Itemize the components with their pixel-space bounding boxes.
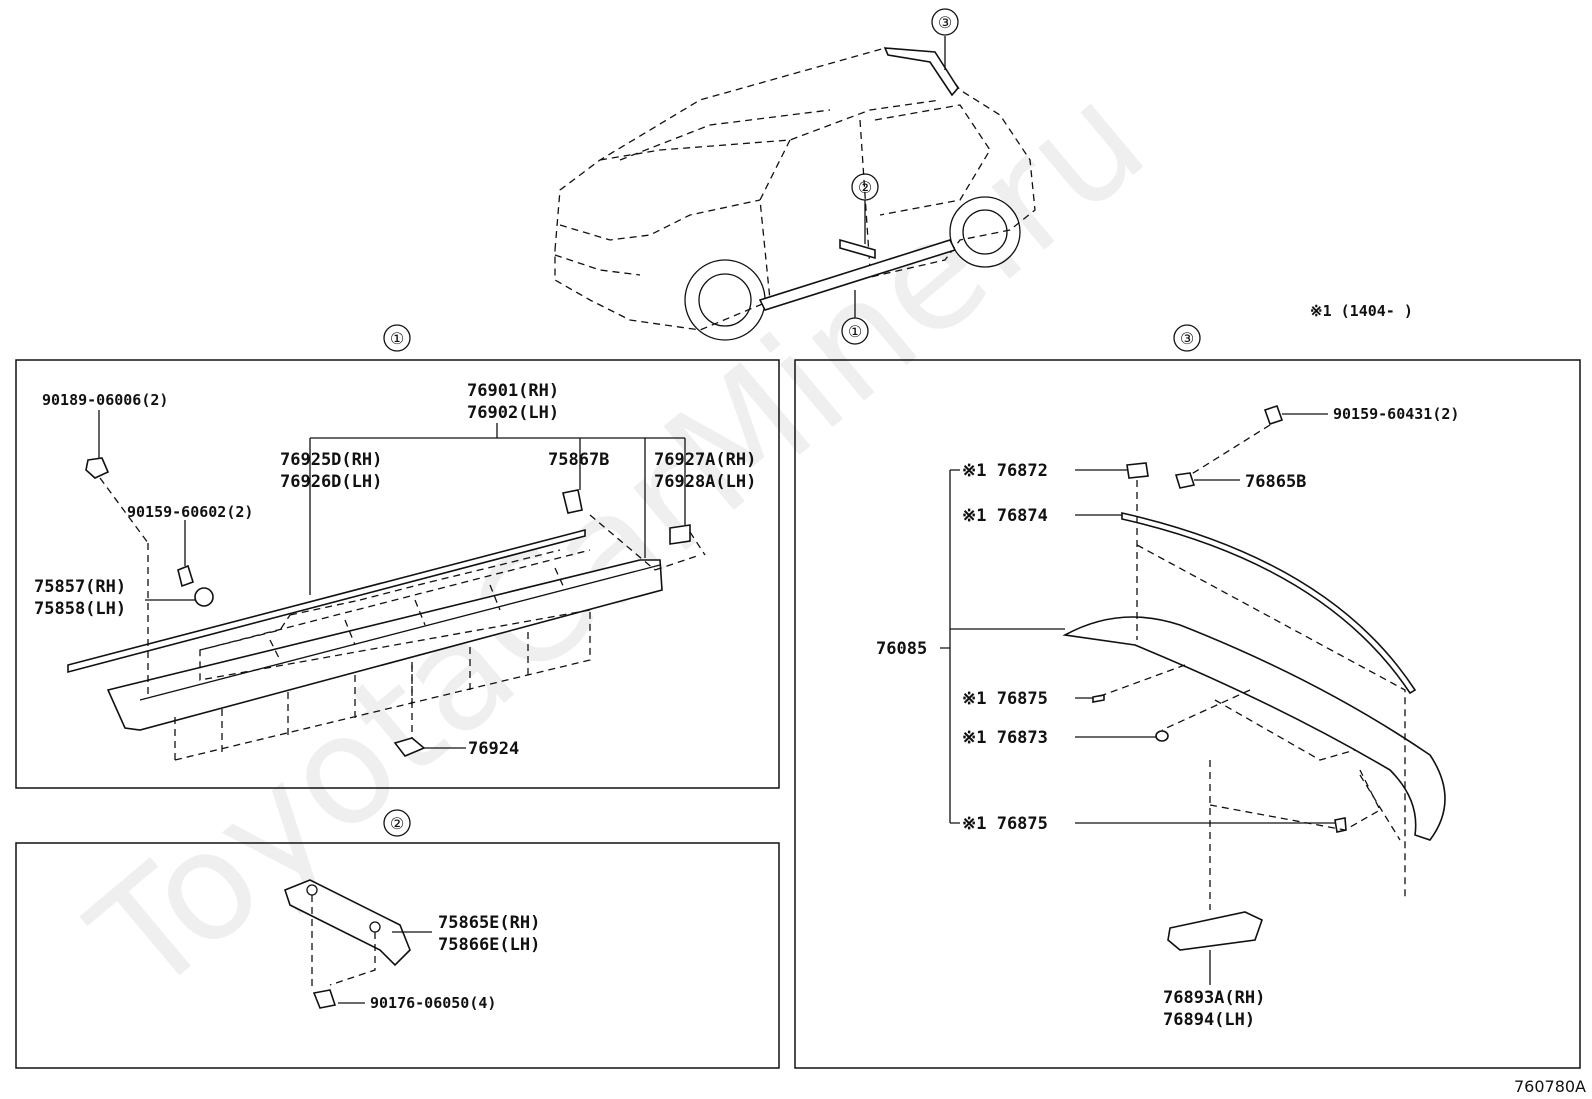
label-90159-60431: 90159-60431(2) xyxy=(1333,405,1459,423)
label-76924: 76924 xyxy=(468,739,519,759)
label-76865b: 76865B xyxy=(1245,472,1306,492)
tape-76875-icon xyxy=(1092,694,1105,703)
screw-90159-60431-icon xyxy=(1263,404,1284,426)
label-76928a: 76928A(LH) xyxy=(654,472,756,492)
note-1404: ※1 (1404- ) xyxy=(1310,302,1413,320)
clip-90189-icon xyxy=(85,457,110,479)
seal-76874-icon xyxy=(1121,511,1417,695)
label-76874: ※1 76874 xyxy=(962,506,1048,526)
panel-3: ③ 90159-60431(2) xyxy=(794,324,1581,1069)
label-76873: ※1 76873 xyxy=(962,728,1048,748)
callout-2: ② xyxy=(858,178,872,197)
clip-75867b-icon xyxy=(562,489,583,514)
label-90189-06006: 90189-06006(2) xyxy=(42,391,168,409)
label-76085: 76085 xyxy=(876,639,927,659)
label-76875-a: ※1 76875 xyxy=(962,689,1048,709)
panel-1-marker: ① xyxy=(390,329,404,348)
mudguard-icon xyxy=(284,879,411,967)
label-90159-60602: 90159-60602(2) xyxy=(127,503,253,521)
label-90176-06050: 90176-06050(4) xyxy=(370,994,496,1012)
label-76893a: 76893A(RH) xyxy=(1163,988,1265,1008)
panel-1: ① 90189-06006(2) 90159-60602(2) 75857(R xyxy=(15,324,780,789)
cap-75857-icon xyxy=(194,587,214,607)
pad-76872-icon xyxy=(1126,462,1149,479)
pad-76873-icon xyxy=(1155,730,1169,742)
diagram-code: 760780A xyxy=(1514,1077,1586,1096)
car-overview: ③ ② ① xyxy=(554,8,1036,345)
label-76927a: 76927A(RH) xyxy=(654,450,756,470)
callout-3: ③ xyxy=(938,13,952,32)
panel-2: ② 75865E(RH) 75866E(LH) 90176-06050(4) xyxy=(15,809,780,1069)
label-76872: ※1 76872 xyxy=(962,461,1048,481)
clip-90176-icon xyxy=(312,989,337,1009)
label-75866e: 75866E(LH) xyxy=(438,935,540,955)
spoiler-76085-icon xyxy=(1062,616,1446,841)
label-76925d: 76925D(RH) xyxy=(280,450,382,470)
screw-90159-icon xyxy=(177,564,194,588)
label-75857: 75857(RH) xyxy=(34,577,126,597)
label-76875-b: ※1 76875 xyxy=(962,814,1048,834)
label-76901: 76901(RH) xyxy=(467,381,559,401)
label-76894: 76894(LH) xyxy=(1163,1010,1255,1030)
pad-76927a-icon xyxy=(669,524,691,545)
callout-1: ① xyxy=(848,322,862,341)
label-75858: 75858(LH) xyxy=(34,599,126,619)
label-76926d: 76926D(LH) xyxy=(280,472,382,492)
panel-2-marker: ② xyxy=(390,814,404,833)
label-75865e: 75865E(RH) xyxy=(438,913,540,933)
panel-3-marker: ③ xyxy=(1180,329,1194,348)
cover-76893a-icon xyxy=(1167,911,1263,951)
clip-76865b-icon xyxy=(1174,472,1196,489)
label-76902: 76902(LH) xyxy=(467,403,559,423)
label-75867b: 75867B xyxy=(548,450,609,470)
